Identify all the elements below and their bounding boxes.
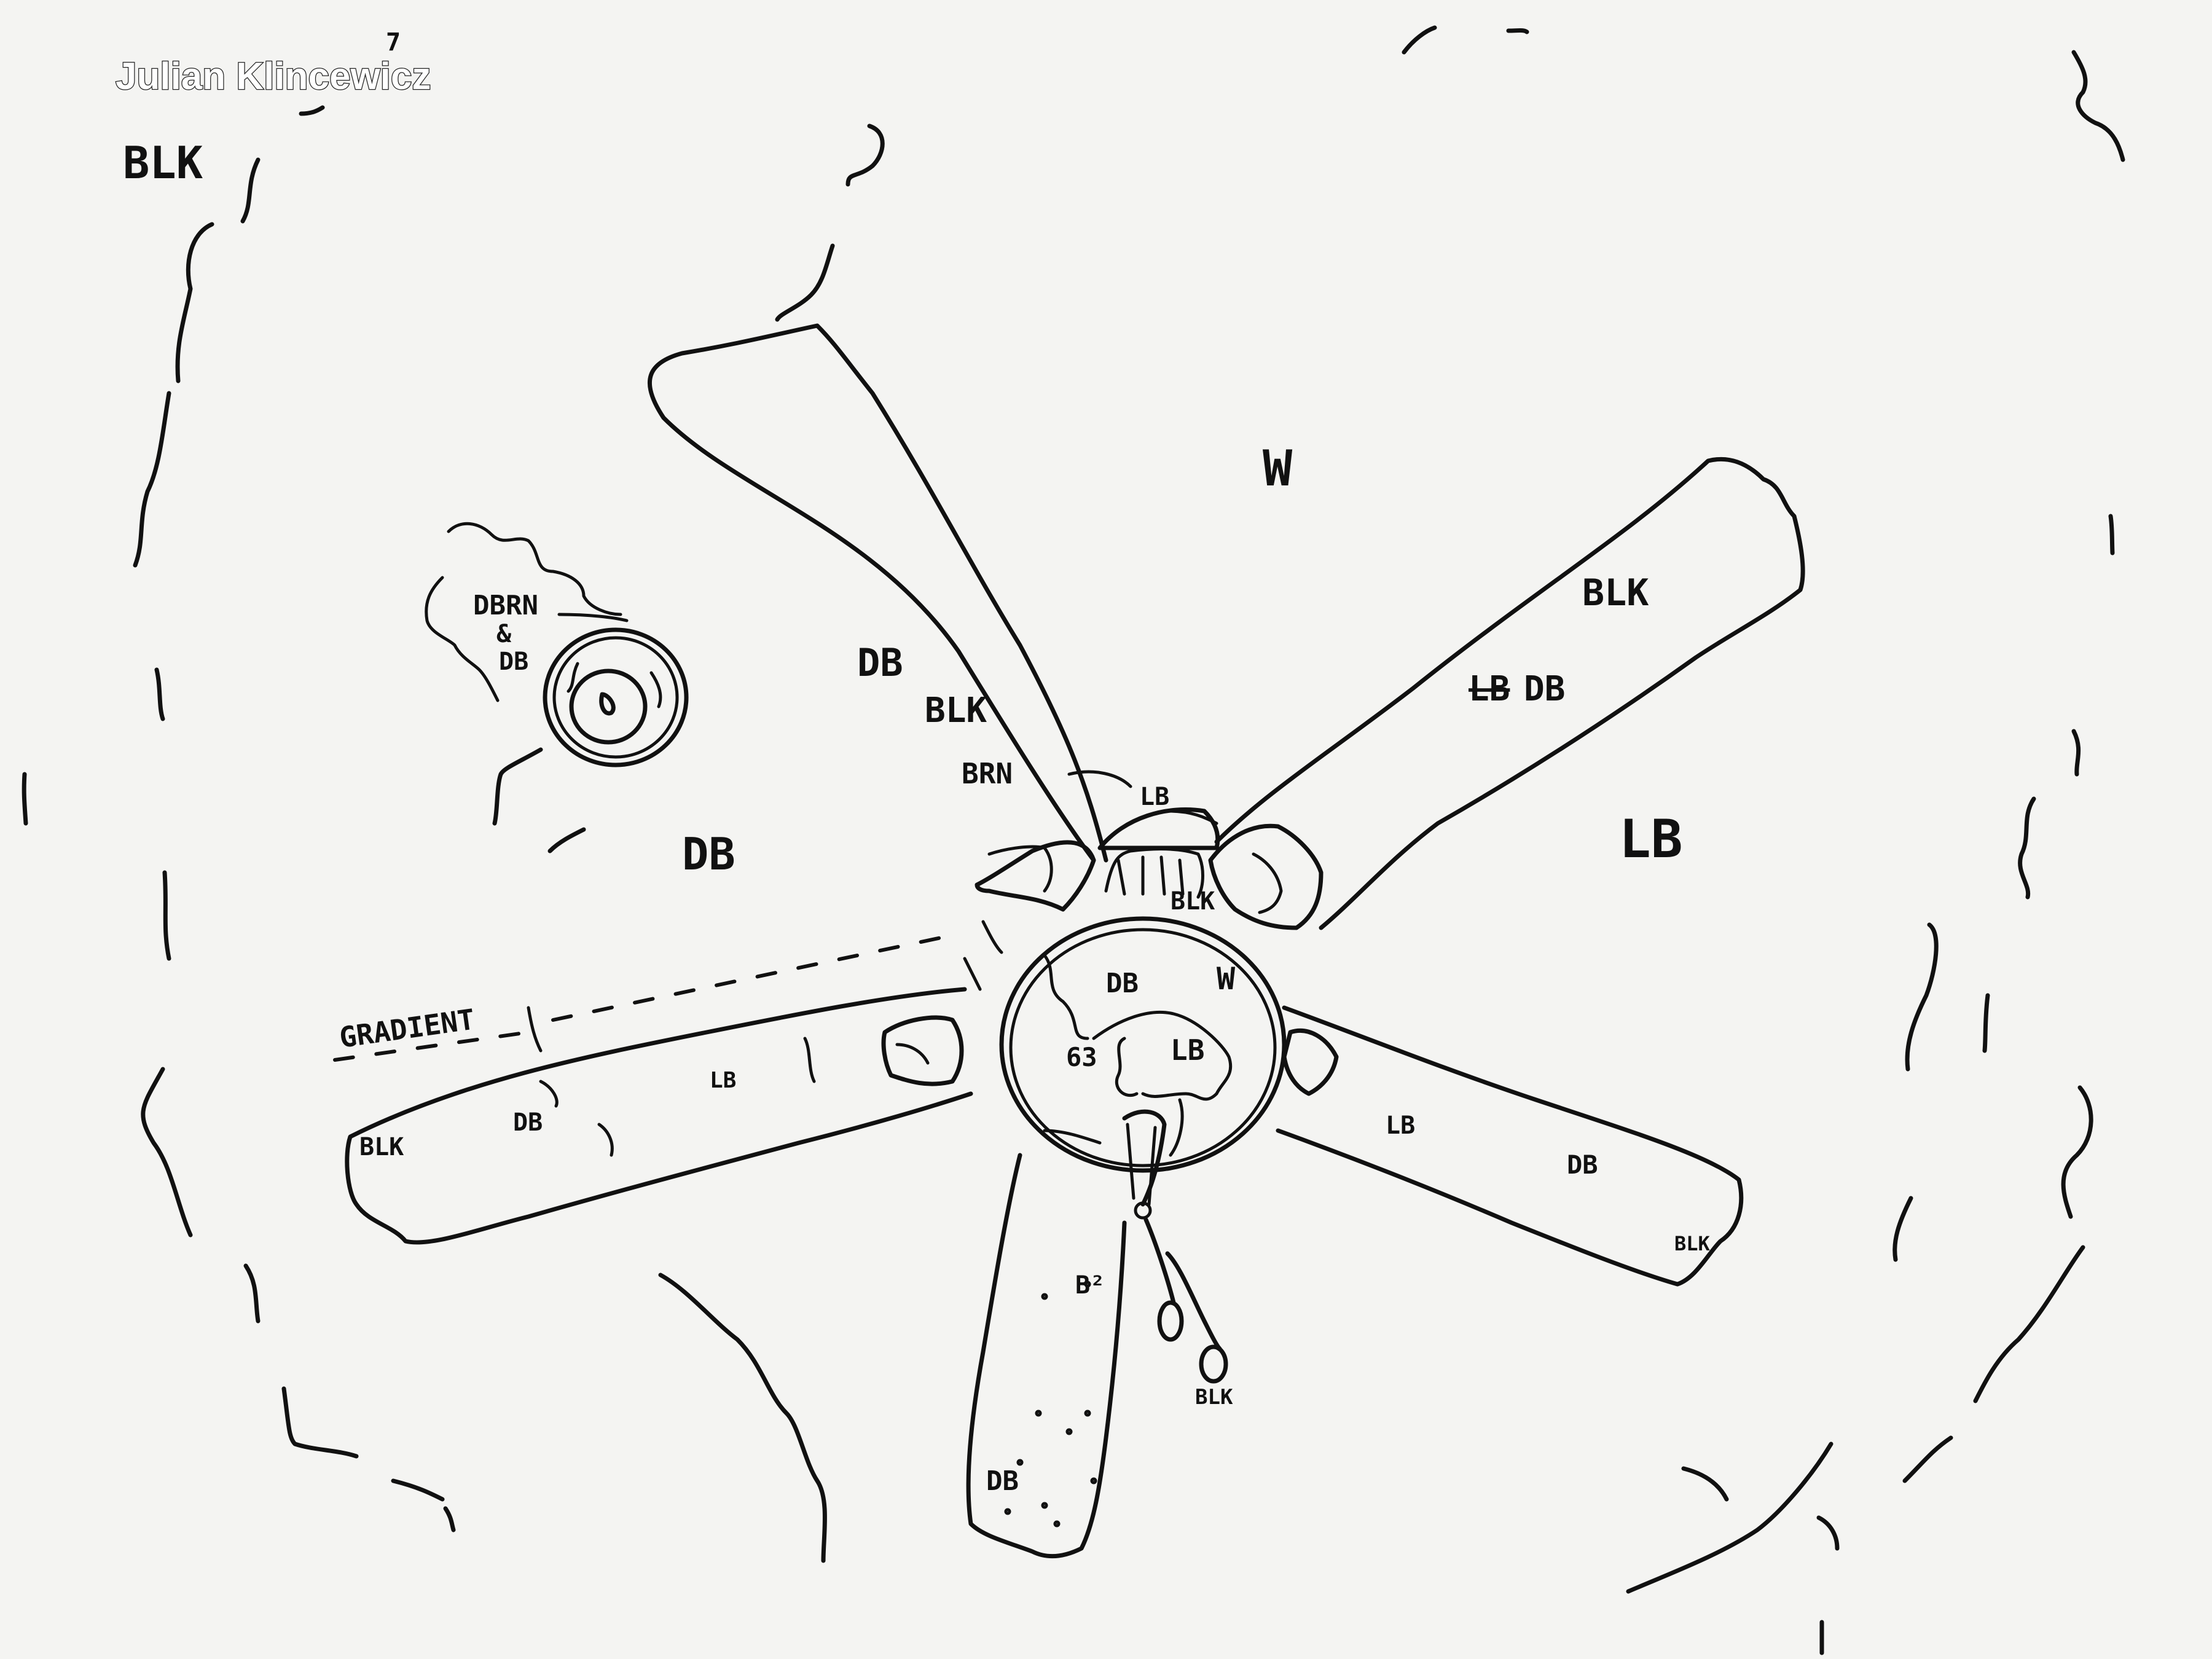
- label-light-db: DB: [499, 648, 528, 676]
- label-blade-upper-db: DB: [857, 640, 903, 685]
- label-ceiling-left: DB: [682, 828, 735, 880]
- signature: Julian Klincewicz: [116, 55, 431, 98]
- label-pull-chain: BLK: [1195, 1385, 1233, 1410]
- fan-hub: [999, 916, 1287, 1173]
- fan-blade-lower-right: [1276, 1005, 1744, 1287]
- label-blade-upper-blk: BLK: [925, 691, 987, 731]
- fan-blade-left: [345, 987, 973, 1245]
- page-number: 7: [386, 28, 401, 57]
- label-hub-lb: LB: [1171, 1033, 1204, 1067]
- label-blade-lr-tip: BLK: [1674, 1232, 1711, 1255]
- label-hub-63: 63: [1066, 1042, 1097, 1072]
- label-blade-lr-db: DB: [1567, 1150, 1598, 1180]
- label-blade-right-outer: BLK: [1582, 571, 1649, 614]
- label-blade-lr-lb: LB: [1386, 1112, 1415, 1140]
- ceiling-light-fixture: [425, 522, 689, 853]
- label-ceiling-right: LB: [1619, 809, 1683, 870]
- fan-blade-right: [1208, 457, 1805, 930]
- label-blade-bottom-b2: B²: [1075, 1271, 1105, 1300]
- label-gradient: GRADIENT: [337, 1003, 477, 1054]
- fan-blade-bottom: [966, 1153, 1127, 1559]
- label-blade-right-strike: LB: [1469, 669, 1510, 709]
- pull-chain: [1122, 1109, 1228, 1384]
- label-corner: BLK: [123, 137, 203, 189]
- label-hub-w: W: [1217, 961, 1236, 997]
- label-light-dbrn: DBRN: [473, 590, 538, 621]
- color-labels: BLK W BLK LB DB LB DB BLK BRN LB BLK DBR…: [123, 137, 1711, 1497]
- fan-motor-housing: [963, 770, 1220, 991]
- label-blade-left-lb: LB: [710, 1068, 736, 1093]
- label-light-amp: &: [496, 620, 512, 648]
- gradient-guide-lines: [333, 932, 960, 1062]
- label-mount-top: LB: [1140, 783, 1169, 811]
- label-blade-upper-brn: BRN: [962, 757, 1013, 790]
- label-ceiling-top: W: [1263, 440, 1293, 497]
- label-blade-left-db: DB: [513, 1108, 543, 1137]
- ceiling-outline: [22, 25, 2125, 1655]
- label-blade-right-inner: DB: [1524, 669, 1565, 709]
- fan-blade-upper: [647, 323, 1108, 912]
- label-blade-left-tip: BLK: [359, 1133, 404, 1161]
- label-blade-bottom-db: DB: [986, 1465, 1019, 1497]
- label-hub-db: DB: [1106, 968, 1139, 999]
- label-mount-blk: BLK: [1171, 887, 1215, 916]
